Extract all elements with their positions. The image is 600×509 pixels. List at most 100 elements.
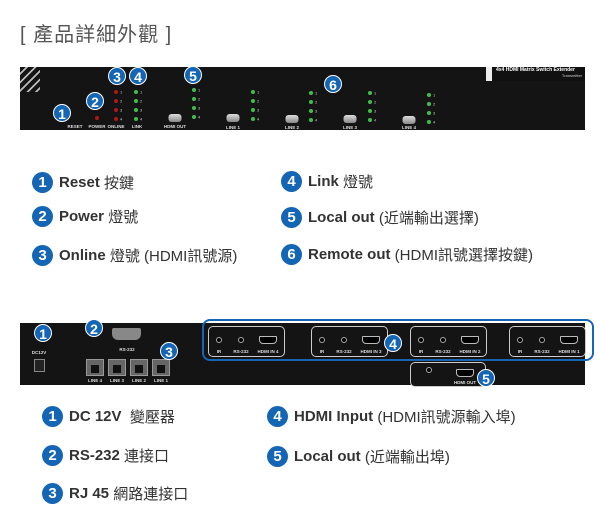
hdmi-input-highlight [202,319,594,361]
line4-led [427,120,431,124]
led-number: 1 [433,92,436,98]
legend-label: Power [59,208,105,225]
line2-button[interactable] [285,115,299,123]
line4-led [427,111,431,115]
rs232-jack[interactable] [238,337,244,343]
led-number: 4 [374,117,377,123]
hdmi-out-led [192,88,196,92]
led-number: 3 [257,107,260,113]
ir-jack[interactable] [517,337,523,343]
label-rs232-small: RS-232 [534,349,550,354]
label-link: LINK [131,124,143,129]
rj45-port-line1[interactable] [152,359,170,376]
line1-button[interactable] [226,114,240,122]
link-led [134,117,138,121]
led-number: 4 [120,116,123,122]
legend-label: Local out [308,209,375,226]
led-number: 2 [257,98,260,104]
led-number: 4 [198,114,201,120]
rs232-jack[interactable] [341,337,347,343]
ir-jack[interactable] [418,337,424,343]
legend-number: 2 [42,445,63,466]
link-led [134,108,138,112]
link-led [134,99,138,103]
badge-4: 4 [129,67,147,85]
label-hdmi-in: HDMI IN 4 [257,349,279,354]
rs232-jack[interactable] [539,337,545,343]
legend-number: 3 [42,483,63,504]
hdmi-out-button[interactable] [168,114,182,122]
legend-number: 5 [281,207,302,228]
legend-label: HDMI Input [294,408,374,425]
label-line1: LINE 1 [225,125,241,130]
label-hdmi-out-rear: HDMI OUT [453,380,477,385]
online-led [114,99,118,103]
ir-jack[interactable] [216,337,222,343]
legend-number: 4 [281,171,302,192]
line3-led [368,91,372,95]
rj45-port-line2[interactable] [130,359,148,376]
legend-number: 4 [267,406,288,427]
led-number: 2 [433,101,436,107]
badge-6: 6 [324,75,342,93]
legend-label: RJ 45 [69,485,110,502]
audio-jack[interactable] [426,367,432,373]
led-number: 3 [374,108,377,114]
legend-desc: (近端輸出埠) [364,449,450,466]
hdmi-out-led [192,115,196,119]
line4-button[interactable] [402,116,416,124]
led-number: 4 [315,117,318,123]
hdmi-out-led [192,106,196,110]
line1-led [251,117,255,121]
hdmi-in-port[interactable] [259,336,277,344]
rj45-port-line3[interactable] [108,359,126,376]
led-number: 4 [433,119,436,125]
legend-desc: 燈號 [108,209,139,226]
legend-label: Reset [59,174,100,191]
line2-led [309,109,313,113]
hdmi-in-port[interactable] [560,336,578,344]
front-panel-image: 4x4 HDMI Matrix Switch Extender Transmit… [20,67,585,130]
hdmi-out-port[interactable] [456,369,474,377]
badge-5: 5 [184,66,202,84]
legend-desc: 網路連接口 [113,486,189,503]
led-number: 2 [315,99,318,105]
page-title: [ 產品詳細外觀 ] [20,24,173,46]
line3-led [368,100,372,104]
online-led [114,90,118,94]
legend-link: 4 Link 燈號 [281,171,373,192]
legend-label: Link [308,173,339,190]
badge-1: 1 [53,104,71,122]
legend-number: 2 [32,206,53,227]
hdmi-input-group: IR RS-232 HDMI IN 1 [509,326,586,357]
label-ir: IR [517,349,523,354]
led-number: 2 [198,96,201,102]
panel-stripes [20,67,40,92]
hdmi-out-led [192,97,196,101]
legend-label: Local out [294,448,361,465]
led-number: 3 [315,108,318,114]
legend-label: Remote out [308,246,391,263]
hdmi-in-port[interactable] [461,336,479,344]
led-number: 1 [198,87,201,93]
rs232-jack[interactable] [440,337,446,343]
legend-desc: 連接口 [124,448,170,465]
hdmi-input-group: IR RS-232 HDMI IN 2 [410,326,487,357]
label-hdmi-in: HDMI IN 1 [558,349,580,354]
led-number: 3 [120,107,123,113]
brand-label: Transmitter [561,73,582,78]
rj45-port-line4[interactable] [86,359,104,376]
line3-button[interactable] [343,115,357,123]
ir-jack[interactable] [319,337,325,343]
hdmi-in-port[interactable] [362,336,380,344]
label-ir: IR [319,349,325,354]
line1-led [251,90,255,94]
led-number: 1 [120,89,123,95]
legend-desc: 燈號 [343,174,374,191]
line2-led [309,118,313,122]
rs232-port [112,328,141,340]
legend-label: DC 12V [69,408,122,425]
